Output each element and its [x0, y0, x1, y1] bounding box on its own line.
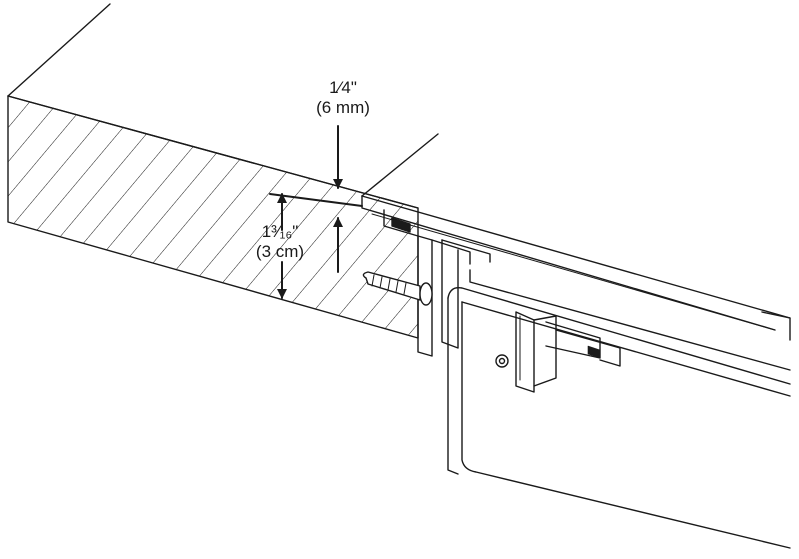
- gap-imperial-label: 1⁄4": [329, 78, 357, 97]
- thickness-imperial-label: 1³⁄₁₆": [261, 222, 299, 241]
- countertop-front-edge: [7, 95, 419, 209]
- mounting-bracket: [383, 209, 491, 357]
- latch-mechanism: [515, 311, 621, 393]
- thickness-dimension-label: 1³⁄₁₆" (3 cm): [240, 222, 320, 262]
- thickness-metric-label: (3 cm): [255, 242, 305, 261]
- countertop: [7, 3, 419, 339]
- gap-dimension-label: 1⁄4" (6 mm): [303, 78, 383, 118]
- dishwasher-body: [447, 269, 791, 549]
- dishwasher-top-panel: [361, 133, 791, 341]
- countertop-hatched-face: [7, 95, 419, 339]
- gap-metric-label: (6 mm): [316, 98, 370, 117]
- bolt-hole: [495, 354, 509, 368]
- screw-icon: [362, 271, 433, 306]
- countertop-top-surface: [7, 3, 111, 97]
